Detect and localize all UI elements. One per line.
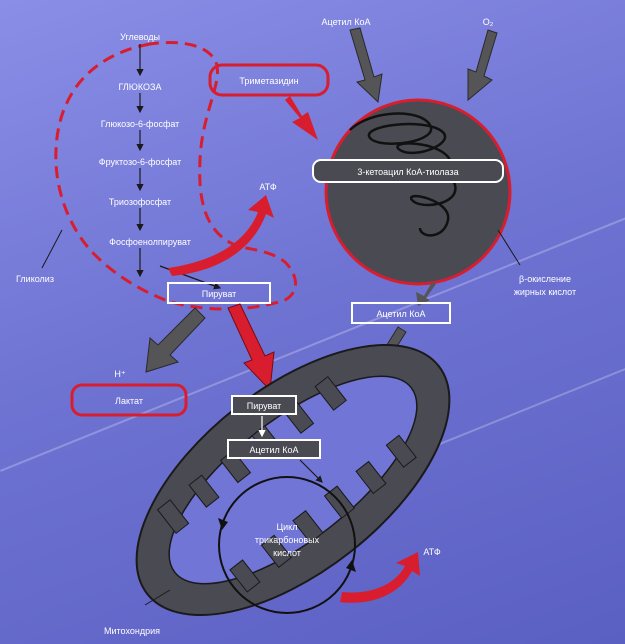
label-piruvat-box: Пируват [202, 289, 237, 299]
o2-arrow [468, 30, 497, 100]
lactate-arrow [146, 308, 205, 372]
atp-bottom-arrow [340, 552, 420, 603]
label-okislenie-2: жирных кислот [514, 287, 576, 297]
label-laktat: Лактат [115, 396, 143, 406]
label-acetil-koa-mid: Ацетил КоА [377, 309, 426, 319]
label-acetil-koa-mito: Ацетил КоА [250, 445, 299, 455]
label-fruktozo-6-fosfat: Фруктозо-6-фосфат [99, 157, 182, 167]
label-h-plus: H⁺ [114, 369, 125, 379]
trimetazidin-arrow [285, 96, 318, 140]
label-cycle-2: трикарбоновых [255, 535, 320, 545]
piruvat-to-mito-arrow [228, 304, 274, 390]
label-fosfoenolpiruvat: Фосфоенолпируват [109, 237, 191, 247]
label-atf-top: АТФ [259, 182, 276, 192]
label-atf-bottom: АТФ [423, 547, 440, 557]
label-o2: O₂ [483, 17, 494, 27]
label-glikoliz: Гликолиз [16, 274, 54, 284]
label-cycle-1: Цикл [277, 522, 298, 532]
label-trimetazidin: Триметазидин [239, 76, 298, 86]
label-glyukoza: ГЛЮКОЗА [119, 82, 162, 92]
label-mitochondria: Митохондрия [104, 626, 160, 636]
label-cycle-3: кислот [273, 548, 301, 558]
label-uglevody: Углеводы [120, 32, 160, 42]
glycolysis-leader [42, 230, 62, 268]
label-triozofosfat: Триозофосфат [109, 197, 171, 207]
beta-leader [498, 230, 520, 265]
label-glyukozo-6-fosfat: Глюкозо-6-фосфат [101, 119, 180, 129]
label-tiolaza: 3-кетоацил КоА-тиолаза [357, 167, 458, 177]
label-okislenie-1: β-окисление [519, 274, 571, 284]
acetil-koa-top-arrow [350, 28, 382, 102]
label-acetil-koa-top: Ацетил КоА [322, 17, 371, 27]
label-piruvat-mito: Пируват [247, 401, 282, 411]
